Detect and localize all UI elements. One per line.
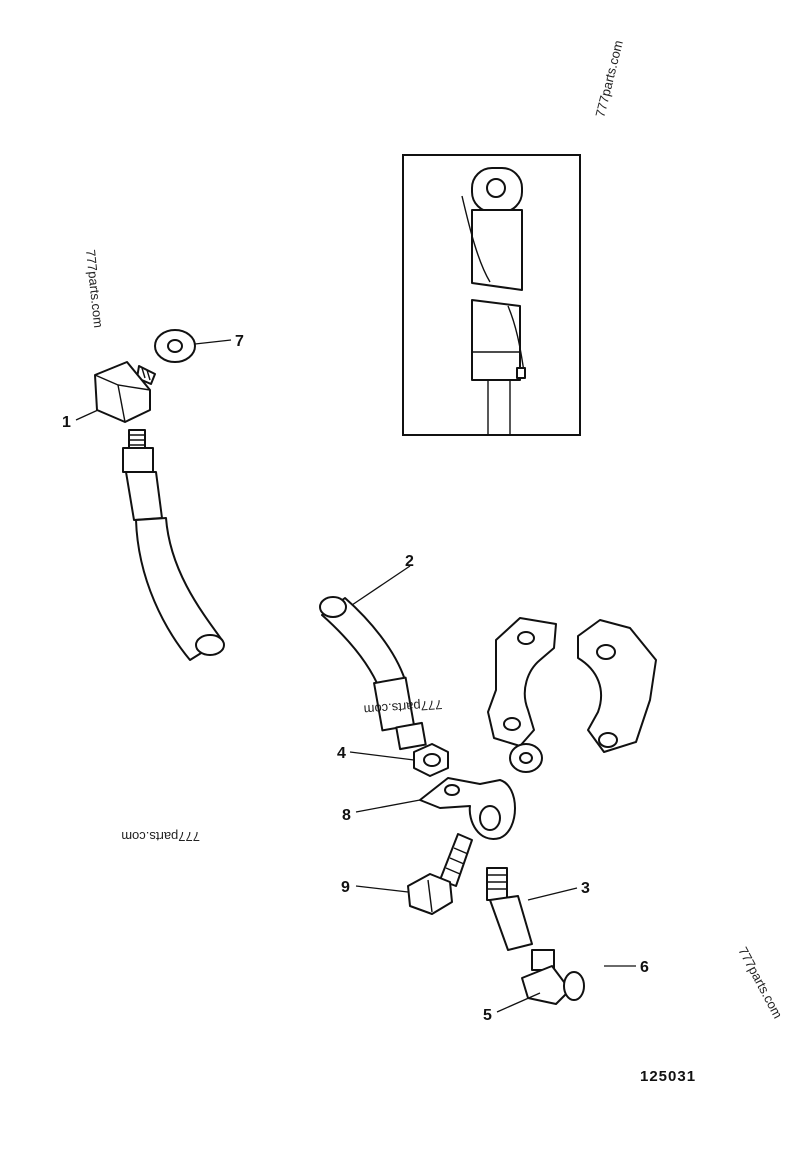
elbow-fitting-5-6 <box>521 949 585 1005</box>
callout-labels: 1 2 3 4 5 6 7 8 9 <box>62 333 649 1024</box>
callout-3: 3 <box>581 880 590 897</box>
callout-7: 7 <box>235 333 244 350</box>
watermark-top-right: 777parts.com <box>592 39 626 119</box>
elbow-block-1 <box>94 361 156 423</box>
p-clip-8 <box>419 777 516 840</box>
leader-lines <box>75 339 636 1013</box>
nut-4 <box>413 743 449 777</box>
adaptor-3 <box>486 867 533 951</box>
watermark-center: 777parts.com <box>363 697 443 717</box>
hose-2 <box>319 596 427 751</box>
washer-7 <box>154 329 196 363</box>
callout-5: 5 <box>483 1007 492 1024</box>
reference-number: 125031 <box>640 1068 696 1085</box>
watermark-lower-right: 777parts.com <box>735 944 785 1021</box>
callout-4: 4 <box>337 745 346 762</box>
watermark-left: 777parts.com <box>83 249 106 329</box>
clamp-halves <box>487 617 657 773</box>
watermark-lower-left: 777parts.com <box>121 829 200 844</box>
callout-2: 2 <box>405 553 414 570</box>
bolt-9 <box>407 833 473 915</box>
callout-1: 1 <box>62 414 71 431</box>
callout-9: 9 <box>341 879 350 896</box>
callout-6: 6 <box>640 959 649 976</box>
callout-8: 8 <box>342 807 351 824</box>
detail-inset <box>402 154 581 436</box>
hose-upper <box>122 429 225 661</box>
